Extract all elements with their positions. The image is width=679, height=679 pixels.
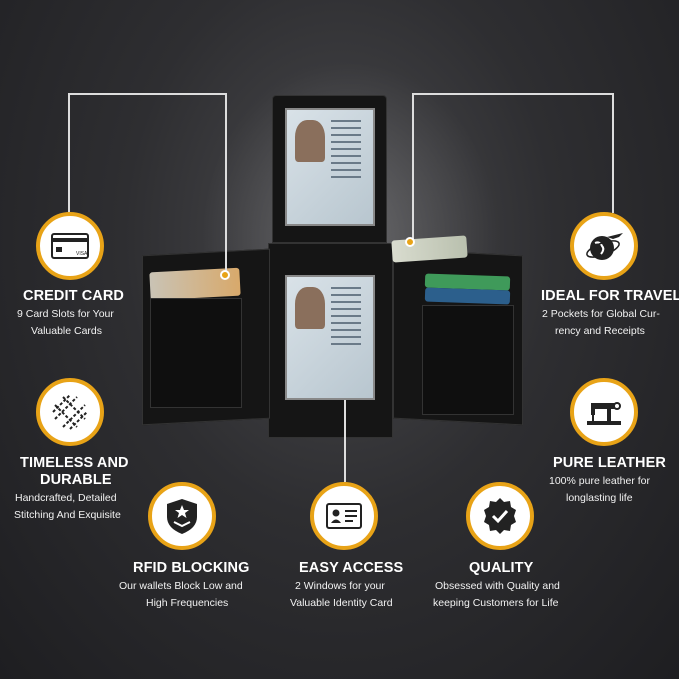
connector-line	[344, 400, 346, 482]
credit-card-title: CREDIT CARD	[23, 288, 124, 304]
rfid-shield-icon	[167, 499, 197, 534]
connector-line	[412, 93, 414, 241]
id-window-top	[285, 108, 375, 226]
leather-desc-line1: 100% pure leather for	[549, 475, 650, 487]
quality-badge	[466, 482, 534, 550]
credit-card-badge: VISA	[36, 212, 104, 280]
card-pocket-left	[150, 298, 242, 408]
timeless-desc-line2: Stitching And Exquisite	[14, 509, 121, 521]
card-brand-text: VISA	[76, 251, 88, 257]
connector-dot	[405, 237, 415, 247]
credit-card-desc-line2: Valuable Cards	[31, 325, 103, 337]
credit-card-desc-line1: 9 Card Slots for Your	[17, 308, 114, 320]
rfid-desc-line2: High Frequencies	[146, 597, 229, 609]
quality-desc-line1: Obsessed with Quality and	[435, 580, 560, 592]
sewing-machine-icon	[587, 402, 621, 425]
credit-card-icon: VISA	[51, 233, 89, 259]
connector-line	[225, 93, 227, 273]
leather-badge	[570, 378, 638, 446]
connector-dot	[220, 270, 230, 280]
quality-title: QUALITY	[469, 560, 534, 576]
rfid-title: RFID BLOCKING	[133, 560, 250, 576]
connector-line	[412, 93, 614, 95]
travel-title: IDEAL FOR TRAVEL	[541, 288, 679, 304]
quality-desc-line2: keeping Customers for Life	[433, 597, 559, 609]
card-slot-card	[424, 287, 511, 305]
travel-desc-line2: rency and Receipts	[555, 325, 645, 337]
timeless-title-line2: DURABLE	[40, 472, 112, 488]
id-card-badge	[310, 482, 378, 550]
quality-check-icon	[484, 498, 516, 534]
connector-line	[612, 93, 614, 213]
timeless-desc-line1: Handcrafted, Detailed	[15, 492, 117, 504]
easy-access-title: EASY ACCESS	[299, 560, 404, 576]
travel-globe-icon	[586, 233, 623, 260]
stitching-icon	[52, 394, 88, 430]
card-pocket-right	[422, 305, 514, 415]
travel-desc-line1: 2 Pockets for Global Cur-	[542, 308, 660, 320]
easy-access-desc-line1: 2 Windows for your	[295, 580, 385, 592]
travel-badge	[570, 212, 638, 280]
leather-title: PURE LEATHER	[553, 455, 666, 471]
id-window-center	[285, 275, 375, 400]
rfid-badge	[148, 482, 216, 550]
id-card-icon	[326, 503, 362, 529]
stitching-badge	[36, 378, 104, 446]
leather-desc-line2: longlasting life	[566, 492, 633, 504]
rfid-desc-line1: Our wallets Block Low and	[119, 580, 243, 592]
connector-line	[68, 93, 70, 213]
easy-access-desc-line2: Valuable Identity Card	[290, 597, 393, 609]
timeless-title-line1: TIMELESS AND	[20, 455, 129, 471]
connector-line	[68, 93, 225, 95]
